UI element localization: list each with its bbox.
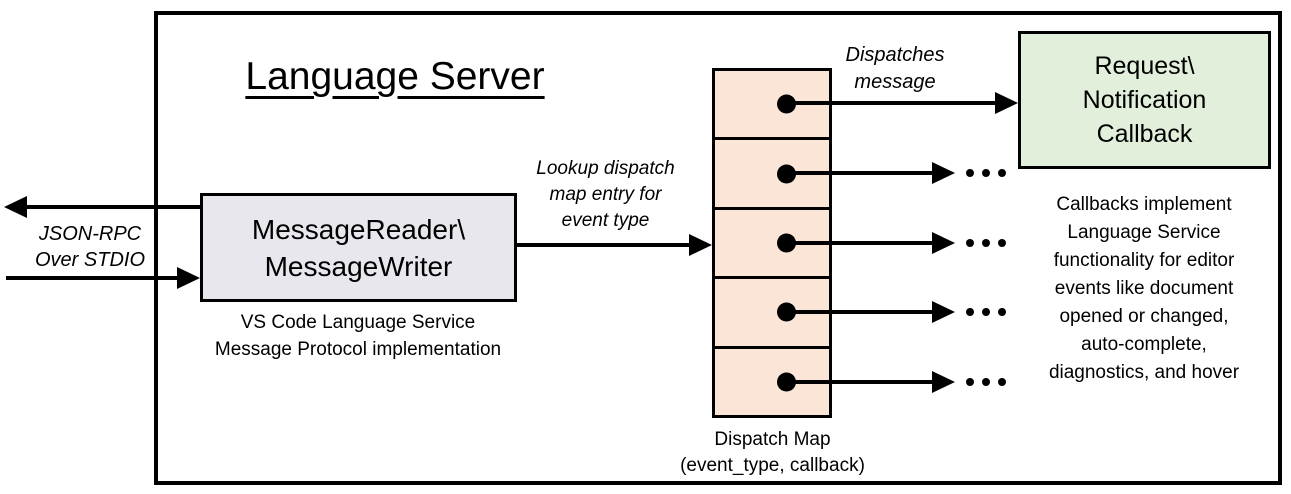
dispatch-map-cell (715, 140, 829, 210)
map-entry-dot-icon (777, 94, 796, 114)
reader-box-line2: MessageWriter (264, 250, 453, 282)
json-rpc-in-arrow-line (6, 276, 178, 280)
lookup-annotation-line2: map entry for (549, 184, 662, 205)
dispatch-arrow-line-5 (787, 380, 933, 384)
dispatch-map-caption-line1: Dispatch Map (714, 429, 831, 450)
dispatches-annotation-line1: Dispatches (845, 44, 945, 66)
reader-caption-line1: VS Code Language Service (240, 312, 476, 333)
reader-caption-line2: Message Protocol implementation (214, 339, 502, 360)
ellipsis-icon (966, 308, 1006, 316)
ellipsis-icon (966, 239, 1006, 247)
lookup-arrowhead-icon (689, 234, 712, 256)
map-entry-dot-icon (777, 372, 796, 392)
map-entry-dot-icon (777, 233, 796, 253)
dispatch-arrowhead-icon-4 (932, 301, 955, 323)
json-rpc-label-line1: JSON-RPC (38, 223, 142, 245)
language-server-box (154, 11, 1282, 485)
dispatches-annotation: Dispatches message (815, 42, 975, 96)
map-entry-dot-icon (777, 164, 796, 184)
callback-box-line1: Request\ (1094, 52, 1195, 80)
dispatch-arrowhead-icon-1 (995, 92, 1018, 114)
reader-box-line1: MessageReader\ (251, 213, 466, 245)
callback-caption-line1: Callbacks implement (1056, 194, 1232, 215)
map-entry-dot-icon (777, 302, 796, 322)
lookup-annotation-line3: event type (561, 210, 650, 231)
callback-caption-line5: opened or changed, (1059, 306, 1229, 327)
json-rpc-out-arrowhead-icon (4, 196, 27, 218)
callback-box-line3: Callback (1096, 120, 1193, 148)
request-notification-callback-box: Request\ Notification Callback (1018, 31, 1271, 169)
dispatch-arrow-line-3 (787, 241, 933, 245)
dispatch-map-cell (715, 279, 829, 349)
dispatch-arrowhead-icon-2 (932, 162, 955, 184)
dispatch-map-caption-line2: (event_type, callback) (680, 455, 865, 476)
dispatch-map-caption: Dispatch Map (event_type, callback) (655, 427, 890, 479)
lookup-arrow-line (516, 243, 690, 247)
callback-box-line2: Notification (1082, 86, 1207, 114)
json-rpc-label-line2: Over STDIO (34, 249, 145, 271)
diagram-title: Language Server (245, 55, 545, 98)
dispatch-map-cell (715, 349, 829, 415)
ellipsis-icon (966, 169, 1006, 177)
callback-caption-line6: auto-complete, (1081, 334, 1207, 355)
callback-caption-line2: Language Service (1067, 222, 1221, 243)
reader-caption: VS Code Language Service Message Protoco… (178, 309, 538, 363)
dispatch-arrowhead-icon-5 (932, 371, 955, 393)
dispatch-arrowhead-icon-3 (932, 232, 955, 254)
dispatch-map-cell (715, 210, 829, 280)
dispatch-arrow-line-4 (787, 310, 933, 314)
json-rpc-in-arrowhead-icon (177, 267, 200, 289)
json-rpc-label: JSON-RPC Over STDIO (10, 221, 170, 273)
callback-caption-line4: events like document (1054, 278, 1234, 299)
dispatch-map-cell (715, 71, 829, 141)
callback-caption-line3: functionality for editor (1053, 250, 1235, 271)
json-rpc-out-arrow-line (24, 205, 200, 209)
lookup-annotation-line1: Lookup dispatch (536, 158, 675, 179)
callback-caption-line7: diagnostics, and hover (1048, 362, 1240, 383)
message-reader-writer-box: MessageReader\ MessageWriter (200, 193, 517, 302)
dispatches-annotation-line2: message (854, 71, 936, 93)
ellipsis-icon (966, 378, 1006, 386)
dispatch-arrow-line-2 (787, 171, 933, 175)
callback-caption: Callbacks implement Language Service fun… (1014, 191, 1274, 387)
lookup-annotation: Lookup dispatch map entry for event type (518, 156, 693, 234)
dispatch-arrow-line-1 (787, 101, 996, 105)
